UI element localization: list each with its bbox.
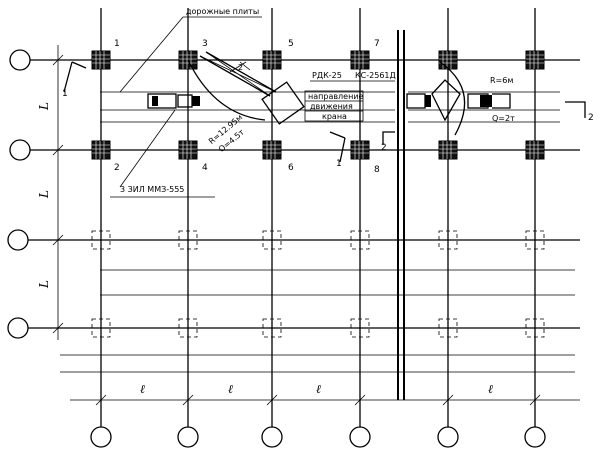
crane-rdk25 (187, 51, 305, 125)
section-mark-1-bottom (329, 131, 346, 163)
lower-bands (60, 269, 575, 373)
installed-columns (91, 50, 545, 160)
crane-ks2561d (406, 61, 511, 136)
section-label-1-top: 1 (62, 89, 68, 99)
foundation-sockets (91, 230, 545, 338)
axis-bubble-col-2 (177, 426, 199, 448)
dimension-line-horizontal (70, 394, 580, 406)
column-number-5: 5 (288, 39, 294, 49)
column-number-7: 7 (374, 39, 380, 49)
section-label-1-bottom: 1 (336, 159, 342, 169)
column-installed (438, 50, 458, 70)
column-installed (525, 50, 545, 70)
road-plates-band (100, 91, 560, 123)
axis-bubble-col-5 (437, 426, 459, 448)
zil-leader (119, 109, 176, 188)
direction-text-1: направление (308, 92, 364, 101)
direction-text-2: движения (310, 102, 353, 111)
axis-bubble-col-3 (261, 426, 283, 448)
column-installed (91, 140, 111, 160)
truck-left (147, 93, 200, 109)
axis-bubble-col-4 (349, 426, 371, 448)
axis-bubble-col-6 (524, 426, 546, 448)
road-plates-label: дорожные плиты (186, 7, 259, 16)
direction-box (304, 90, 364, 122)
horizontal-axis-lines (28, 59, 580, 329)
dim-l-1: ℓ (140, 382, 145, 396)
column-number-1: 1 (114, 39, 120, 49)
boom-angle-label: 2 (238, 63, 243, 72)
section-mark-2-left (382, 131, 395, 145)
axis-bubble-col-1 (90, 426, 112, 448)
column-installed (178, 140, 198, 160)
column-hatch (92, 51, 544, 159)
load-right-label: Q=2т (492, 114, 515, 123)
column-number-8: 8 (374, 165, 380, 175)
column-number-2: 2 (114, 163, 120, 173)
column-installed (262, 140, 282, 160)
column-number-4: 4 (202, 163, 208, 173)
column-number-6: 6 (288, 163, 294, 173)
axis-bubble-row-2 (9, 139, 31, 161)
column-installed (350, 140, 370, 160)
axis-bubble-row-1 (9, 49, 31, 71)
dim-L-2: L (37, 190, 51, 199)
dim-L-1: L (37, 102, 51, 111)
crane-rdk-label: РДК-25 (312, 71, 342, 80)
dim-l-4: ℓ (488, 382, 493, 396)
vertical-axis-lines (100, 8, 536, 427)
column-number-3: 3 (202, 39, 208, 49)
column-installed (350, 50, 370, 70)
dim-l-2: ℓ (228, 382, 233, 396)
section-mark-1-top (63, 61, 87, 93)
radius-right-label: R=6м (490, 76, 513, 85)
direction-text-3: крана (322, 112, 347, 121)
section-mark-2-right (565, 101, 586, 118)
dim-l-3: ℓ (316, 382, 321, 396)
column-installed (262, 50, 282, 70)
crane-ks-label: КС-2561Д (355, 71, 396, 80)
zil-label: 3 ЗИЛ ММЗ-555 (120, 185, 184, 194)
dimension-line-vertical (52, 45, 64, 340)
column-installed (438, 140, 458, 160)
column-installed (525, 140, 545, 160)
column-installed (91, 50, 111, 70)
section-label-2-right: 2 (588, 113, 594, 123)
dim-L-3: L (37, 280, 51, 289)
axis-bubble-row-4 (7, 317, 29, 339)
section-label-2-left: 2 (381, 143, 387, 153)
road-plates-leader (119, 16, 184, 93)
axis-bubble-row-3 (7, 229, 29, 251)
